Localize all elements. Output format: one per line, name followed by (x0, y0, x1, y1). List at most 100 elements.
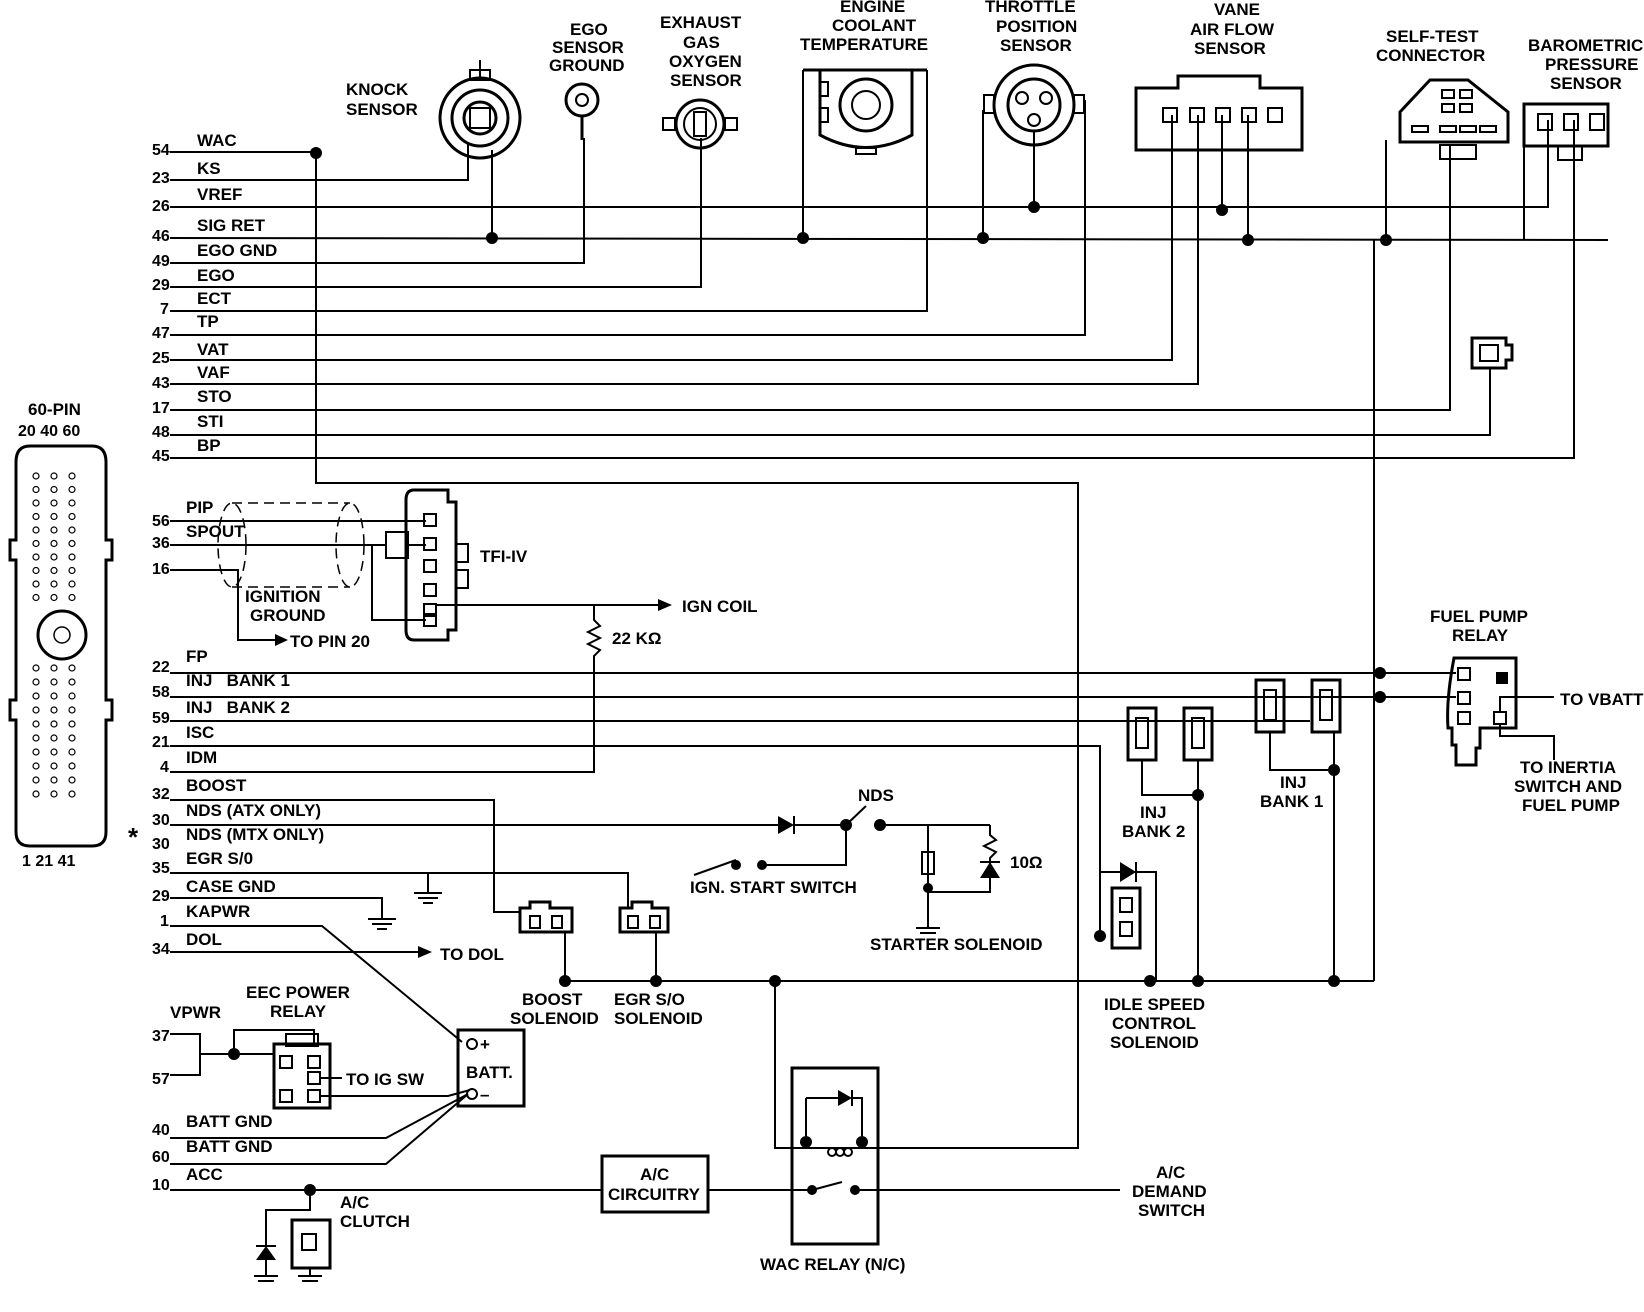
pin-name: KS (197, 159, 221, 178)
egr-solenoid: EGR S/O SOLENOID (614, 900, 703, 1028)
asterisk-mark: * (128, 822, 139, 852)
ecu-title: 60-PIN (28, 400, 81, 419)
svg-text:EEC POWER: EEC POWER (246, 983, 350, 1002)
ecu-pin-hole (50, 692, 58, 700)
pin-number: 34 (152, 941, 170, 958)
ecu-pin-hole (32, 512, 40, 521)
pin-name: SIG RET (197, 216, 266, 235)
pin-number: 30 (152, 836, 170, 853)
svg-text:TO INERTIA: TO INERTIA (1520, 758, 1616, 777)
ecu-pin-hole (32, 776, 40, 784)
pin-number: 40 (152, 1122, 170, 1139)
ecu-pin-hole (32, 734, 40, 742)
svg-text:VANE: VANE (1214, 0, 1260, 19)
fuel-pump-relay: FUEL PUMP RELAY TO VBATT TO INERTIA SWIT… (1430, 607, 1644, 815)
ecu-pin-hole (32, 499, 40, 507)
ecu-pin-hole (68, 790, 76, 798)
ecu-connector: 60-PIN 20 40 60 1 21 41 * (8, 400, 139, 870)
ecu-pin-hole (50, 526, 58, 534)
pin-name: BP (197, 436, 221, 455)
ecu-pin-hole (68, 748, 76, 756)
ecu-pin-hole (68, 678, 76, 686)
pin-name: FP (186, 647, 208, 666)
ecu-pin-hole (32, 706, 40, 714)
svg-text:INJ: INJ (1280, 773, 1306, 792)
svg-text:GAS: GAS (683, 33, 720, 52)
svg-text:SENSOR: SENSOR (552, 38, 624, 57)
pin-name: INJ BANK 1 (186, 671, 290, 690)
ecu-pin-hole (50, 553, 58, 561)
svg-text:BANK 2: BANK 2 (1122, 822, 1185, 841)
pin-name: CASE GND (186, 877, 276, 896)
ecu-pin-hole (32, 748, 40, 756)
pin-number: 45 (152, 448, 170, 465)
pin-name: ACC (186, 1165, 223, 1184)
svg-text:SENSOR: SENSOR (346, 100, 418, 119)
svg-text:TFI-IV: TFI-IV (480, 547, 528, 566)
pin-name: VPWR (170, 1003, 221, 1022)
pin-number: 48 (152, 424, 170, 441)
svg-text:BOOST: BOOST (522, 990, 583, 1009)
engine-coolant-temperature-sensor: ENGINE COOLANT TEMPERATURE (800, 0, 928, 155)
ecu-pin-hole (68, 553, 76, 561)
svg-text:OXYGEN: OXYGEN (669, 52, 742, 71)
tfi-iv-module: TO PIN 20 IGNITION GROUND TFI-IV IGN COI… (170, 488, 758, 773)
ecu-pin-hole (32, 472, 40, 480)
svg-text:–: – (480, 1085, 489, 1104)
svg-text:TO VBATT: TO VBATT (1560, 690, 1644, 709)
ecu-pin-hole (50, 499, 58, 507)
pin-name: DOL (186, 930, 222, 949)
ecu-pin-hole (32, 593, 40, 602)
ego-sensor-ground: EGO SENSOR GROUND (549, 20, 625, 140)
ecu-pin-hole (50, 790, 58, 798)
pin-name: ECT (197, 289, 232, 308)
pin-number: 17 (152, 400, 170, 417)
knock-sensor: KNOCK SENSOR (346, 60, 522, 160)
svg-text:CONTROL: CONTROL (1112, 1014, 1196, 1033)
svg-text:ENGINE: ENGINE (840, 0, 905, 16)
pin-name: VAT (197, 340, 229, 359)
svg-text:NDS: NDS (858, 786, 894, 805)
ecu-pin-hole (50, 664, 58, 672)
svg-text:SENSOR: SENSOR (670, 71, 742, 90)
pin-number: 16 (152, 561, 170, 578)
svg-text:IGN. START SWITCH: IGN. START SWITCH (690, 878, 857, 897)
pin-name: STO (197, 387, 232, 406)
pin-number: 58 (152, 684, 170, 701)
svg-text:BATT.: BATT. (466, 1063, 513, 1082)
throttle-position-sensor: THROTTLE POSITION SENSOR (983, 0, 1085, 147)
svg-text:RELAY: RELAY (1452, 626, 1509, 645)
ecu-pin-hole (32, 790, 40, 798)
wac-relay: WAC RELAY (N/C) (760, 1066, 905, 1274)
barometric-pressure-sensor: BAROMETRIC PRESSURE SENSOR (1522, 36, 1643, 161)
svg-text:KNOCK: KNOCK (346, 80, 409, 99)
ecu-pin-hole (50, 512, 58, 521)
ecu-pin-hole (68, 692, 76, 700)
pin-name: PIP (186, 498, 213, 517)
ecu-pin-hole (50, 776, 58, 784)
ecu-pin-hole (50, 678, 58, 686)
idle-speed-control-solenoid: IDLE SPEED CONTROL SOLENOID (1094, 862, 1205, 1052)
pin-name: VAF (197, 363, 230, 382)
ecu-pin-hole (68, 762, 76, 770)
svg-text:POSITION: POSITION (996, 17, 1077, 36)
ecu-pin-hole (32, 664, 40, 672)
pin-number: 1 (160, 913, 169, 930)
pin-number: 32 (152, 786, 170, 803)
boost-solenoid: BOOST SOLENOID (510, 900, 599, 1028)
ecu-pin-hole (32, 692, 40, 700)
ecu-pin-hole (50, 566, 58, 575)
ecu-pin-hole (68, 539, 76, 548)
ecu-pin-hole (32, 539, 40, 548)
svg-text:SENSOR: SENSOR (1550, 74, 1622, 93)
sensor-wires (169, 70, 1609, 1149)
pin-number: 36 (152, 535, 170, 552)
pin-name: BOOST (186, 776, 247, 795)
ecu-pin-hole (68, 593, 76, 602)
ecu-pin-hole (68, 734, 76, 742)
svg-text:EXHAUST: EXHAUST (660, 13, 742, 32)
svg-text:SOLENOID: SOLENOID (1110, 1033, 1199, 1052)
svg-text:PRESSURE: PRESSURE (1545, 55, 1639, 74)
ecu-pin-hole (32, 580, 40, 588)
